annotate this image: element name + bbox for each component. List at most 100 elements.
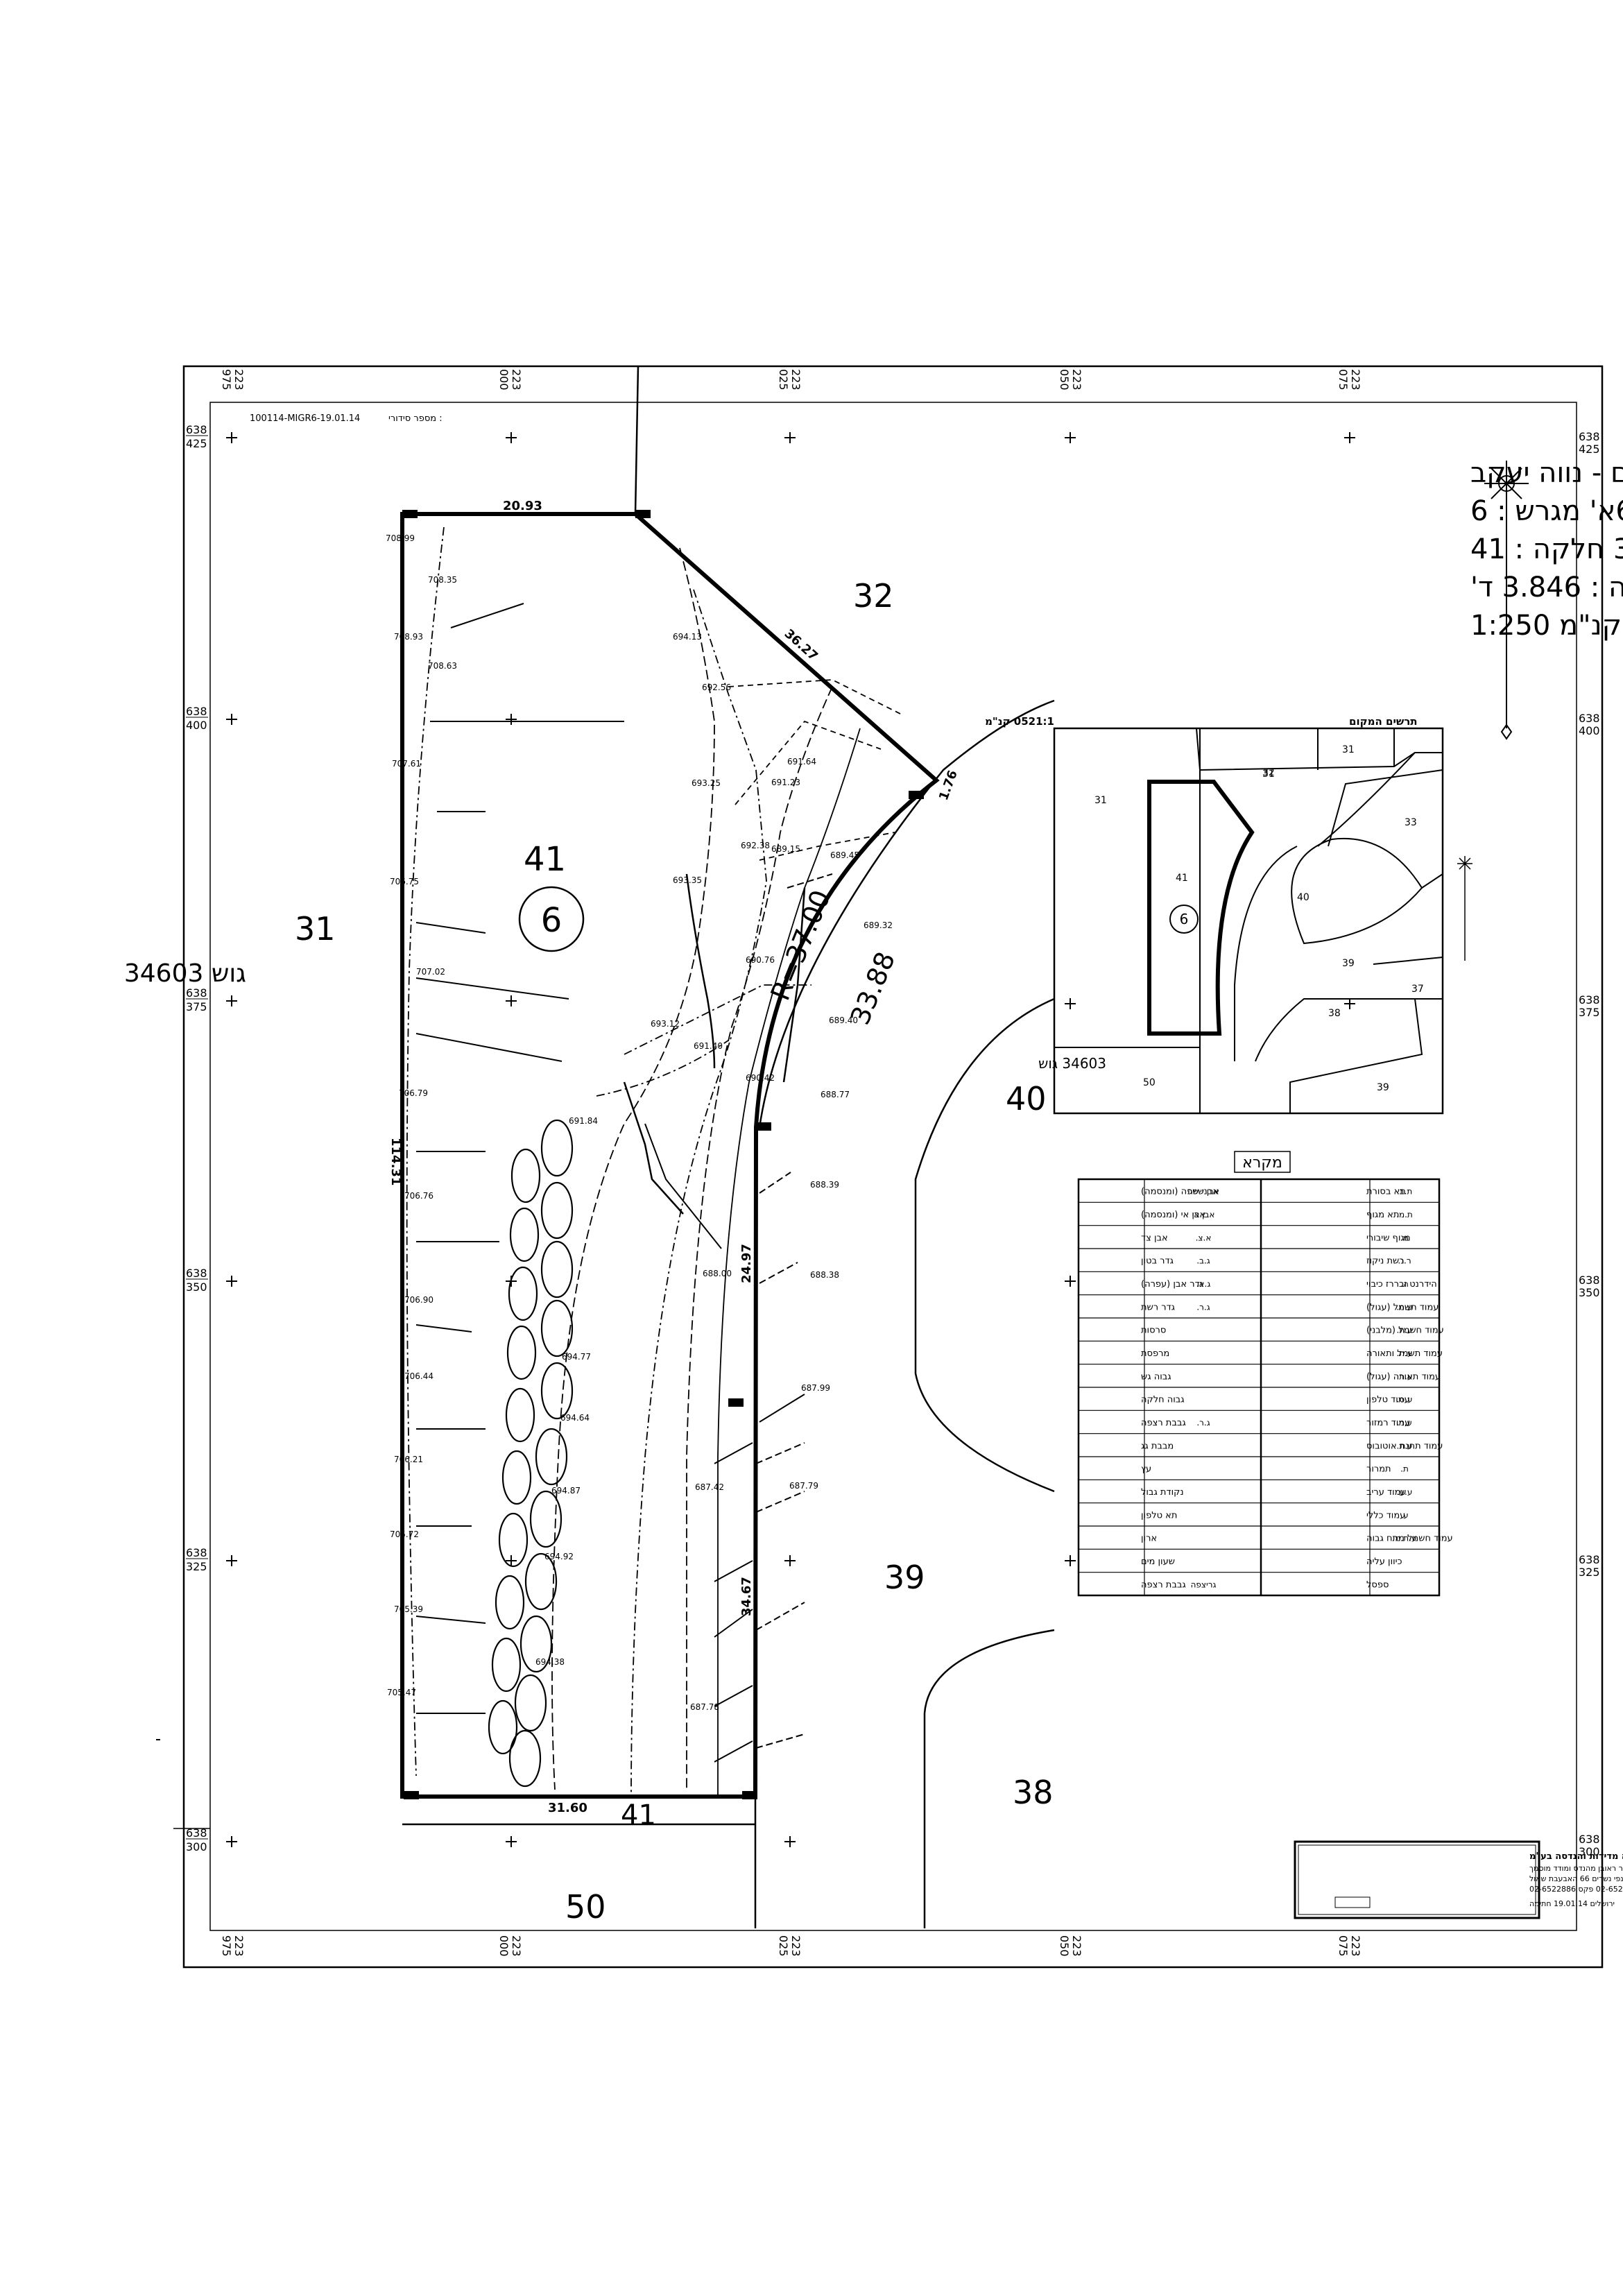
elevation-point: 688.39 bbox=[810, 1180, 839, 1190]
plot-number: 6 bbox=[541, 901, 563, 940]
stamp-line-5: ירושלים 19.01.14 חתימה bbox=[1529, 1899, 1615, 1908]
grid-x-prefix: 223 bbox=[789, 1935, 802, 1957]
legend-right-symbol: ע.ת. bbox=[1396, 1441, 1412, 1450]
tree-icon bbox=[540, 1362, 574, 1420]
parcel-50-label: 50 bbox=[565, 1888, 606, 1926]
inset-block-label: 30643 גוש bbox=[1038, 1055, 1106, 1072]
inset-label-39-bottom: 39 bbox=[1377, 1082, 1389, 1093]
grid-y-prefix: 638 bbox=[1579, 712, 1600, 725]
legend-right-symbol: ע.ת. bbox=[1396, 1302, 1412, 1312]
elevation-point: 705.72 bbox=[390, 1530, 419, 1539]
dim-east-lower: 34.67 bbox=[739, 1577, 754, 1616]
elevation-point: 692.38 bbox=[741, 841, 770, 850]
title-scale: קנ"מ 1:250 bbox=[1470, 610, 1622, 642]
elevation-point: 706.76 bbox=[404, 1191, 433, 1201]
parcel-41-south-label: 41 bbox=[621, 1799, 656, 1831]
grid-y-prefix: 638 bbox=[1579, 1833, 1600, 1846]
grid-x-label: 050 bbox=[1058, 369, 1071, 391]
elevation-point: 707.02 bbox=[416, 967, 445, 977]
grid-y-prefix: 638 bbox=[1579, 1553, 1600, 1566]
tree-icon bbox=[505, 1387, 535, 1443]
legend-right-label: רשת ניקוז bbox=[1366, 1256, 1405, 1267]
elevation-point: 688.38 bbox=[810, 1270, 839, 1280]
legend-left-label: שעון מים bbox=[1141, 1557, 1175, 1567]
legend-left-label: סרסות bbox=[1141, 1326, 1166, 1336]
elevation-point: 705.39 bbox=[394, 1604, 423, 1614]
legend-right-label: עמוד טלפון bbox=[1366, 1395, 1410, 1405]
inset-label-50: 50 bbox=[1143, 1077, 1156, 1088]
grid-y-label: 350 bbox=[186, 1280, 207, 1294]
legend-right-symbol: ת.ב. bbox=[1397, 1187, 1412, 1197]
elevation-point: 687.99 bbox=[801, 1383, 830, 1393]
dim-bottom: 31.60 bbox=[548, 1801, 587, 1815]
elevation-point: 693.25 bbox=[692, 778, 721, 788]
elevation-point: 708.35 bbox=[428, 575, 457, 585]
elevation-point: 706.75 bbox=[390, 877, 419, 886]
inset-label-31-left: 31 bbox=[1094, 795, 1107, 806]
inset-label-31-top: 31 bbox=[1262, 769, 1275, 780]
legend-right-label: עמוד תאורה (עגול) bbox=[1366, 1371, 1441, 1382]
serial-label: מספר סידורי : bbox=[388, 413, 443, 424]
inset-label-41: 41 bbox=[1176, 873, 1188, 884]
title-plan: תב"ע 6513א' מגרש : 6 bbox=[1470, 495, 1623, 527]
legend-right-symbol: ע.ת. bbox=[1396, 1326, 1412, 1335]
legend-left-symbol: א.צ. bbox=[1196, 1233, 1212, 1242]
tree-icon bbox=[501, 1450, 532, 1505]
legend-right-label: עמוד עריב bbox=[1366, 1487, 1407, 1498]
location-map-inset: 1:1250 קנ"מ תרשים המקום 31 31 32 32 31 3… bbox=[985, 715, 1472, 1115]
grid-x-prefix: 223 bbox=[1070, 369, 1083, 391]
tree-icon bbox=[495, 1575, 525, 1630]
elevation-point: 708.63 bbox=[428, 661, 457, 671]
legend-right-symbol: ע.ר. bbox=[1397, 1418, 1412, 1428]
tree-icon bbox=[509, 1207, 540, 1262]
grid-x-prefix: 223 bbox=[232, 1935, 246, 1957]
tree-icon bbox=[519, 1615, 553, 1673]
legend-right-label: עמוד חשמל מתח גבוה bbox=[1366, 1534, 1453, 1544]
grid-x-prefix: 223 bbox=[510, 369, 523, 391]
legend-left-label: אבן אי (ומנסמה) bbox=[1141, 1210, 1205, 1220]
legend-right-label: ספסל bbox=[1366, 1579, 1389, 1590]
legend-right-label: תמרור bbox=[1366, 1464, 1391, 1475]
grid-x-label: 075 bbox=[1337, 1935, 1350, 1957]
elevation-point: 707.61 bbox=[392, 759, 421, 769]
legend-right-label: כיוון עליה bbox=[1366, 1557, 1402, 1567]
legend-right-label: תא מגוף bbox=[1366, 1210, 1399, 1220]
inset-label-32-visible: 32 bbox=[1262, 767, 1275, 778]
grid-y-prefix: 638 bbox=[1579, 1274, 1600, 1287]
elevation-point: 691.64 bbox=[787, 757, 816, 766]
legend-right-symbol: ת.מ. bbox=[1396, 1210, 1413, 1219]
tree-icon bbox=[508, 1729, 542, 1788]
tree-icon bbox=[535, 1428, 568, 1486]
inset-label-33: 33 bbox=[1405, 817, 1417, 828]
grid-y-label: 375 bbox=[186, 1000, 207, 1013]
legend-right-label: עמוד תחנת אוטובוס bbox=[1366, 1441, 1443, 1451]
legend-right-label: מגוף שיבורי bbox=[1366, 1233, 1411, 1243]
tree-icon bbox=[491, 1637, 522, 1693]
grid-x-label: 025 bbox=[777, 369, 790, 391]
grid-x-prefix: 223 bbox=[232, 369, 246, 391]
legend-right-label: עמוד חשמל (מלבני) bbox=[1366, 1326, 1444, 1336]
legend-right-label: תא בסורת bbox=[1366, 1187, 1406, 1197]
grid-x-prefix: 223 bbox=[789, 369, 802, 391]
north-arrow-icon bbox=[1484, 461, 1529, 740]
surveyor-stamp: משרד פוטוגרמטריה מדידות והנדסה בע"מ אלכס… bbox=[1294, 1840, 1623, 1919]
tree-icon bbox=[514, 1674, 547, 1732]
legend-left-symbol: אבן שפה bbox=[1187, 1187, 1219, 1197]
legend-right-label: עמוד רמזור bbox=[1366, 1418, 1410, 1428]
parcel-39-label: 39 bbox=[884, 1559, 925, 1596]
inset-label-39-top: 39 bbox=[1342, 958, 1355, 969]
legend-right-symbol: ר.נ. bbox=[1398, 1256, 1411, 1266]
grid-x-label: 000 bbox=[497, 1935, 510, 1957]
grid-x-prefix: 223 bbox=[1349, 1935, 1362, 1957]
elevation-point: 706.44 bbox=[404, 1371, 433, 1381]
legend-left-label: מבבת גג bbox=[1141, 1441, 1174, 1451]
legend-right-symbol: ת. bbox=[1400, 1464, 1409, 1474]
legend-right-label: עמוד תשמל ותאורה bbox=[1366, 1348, 1443, 1359]
